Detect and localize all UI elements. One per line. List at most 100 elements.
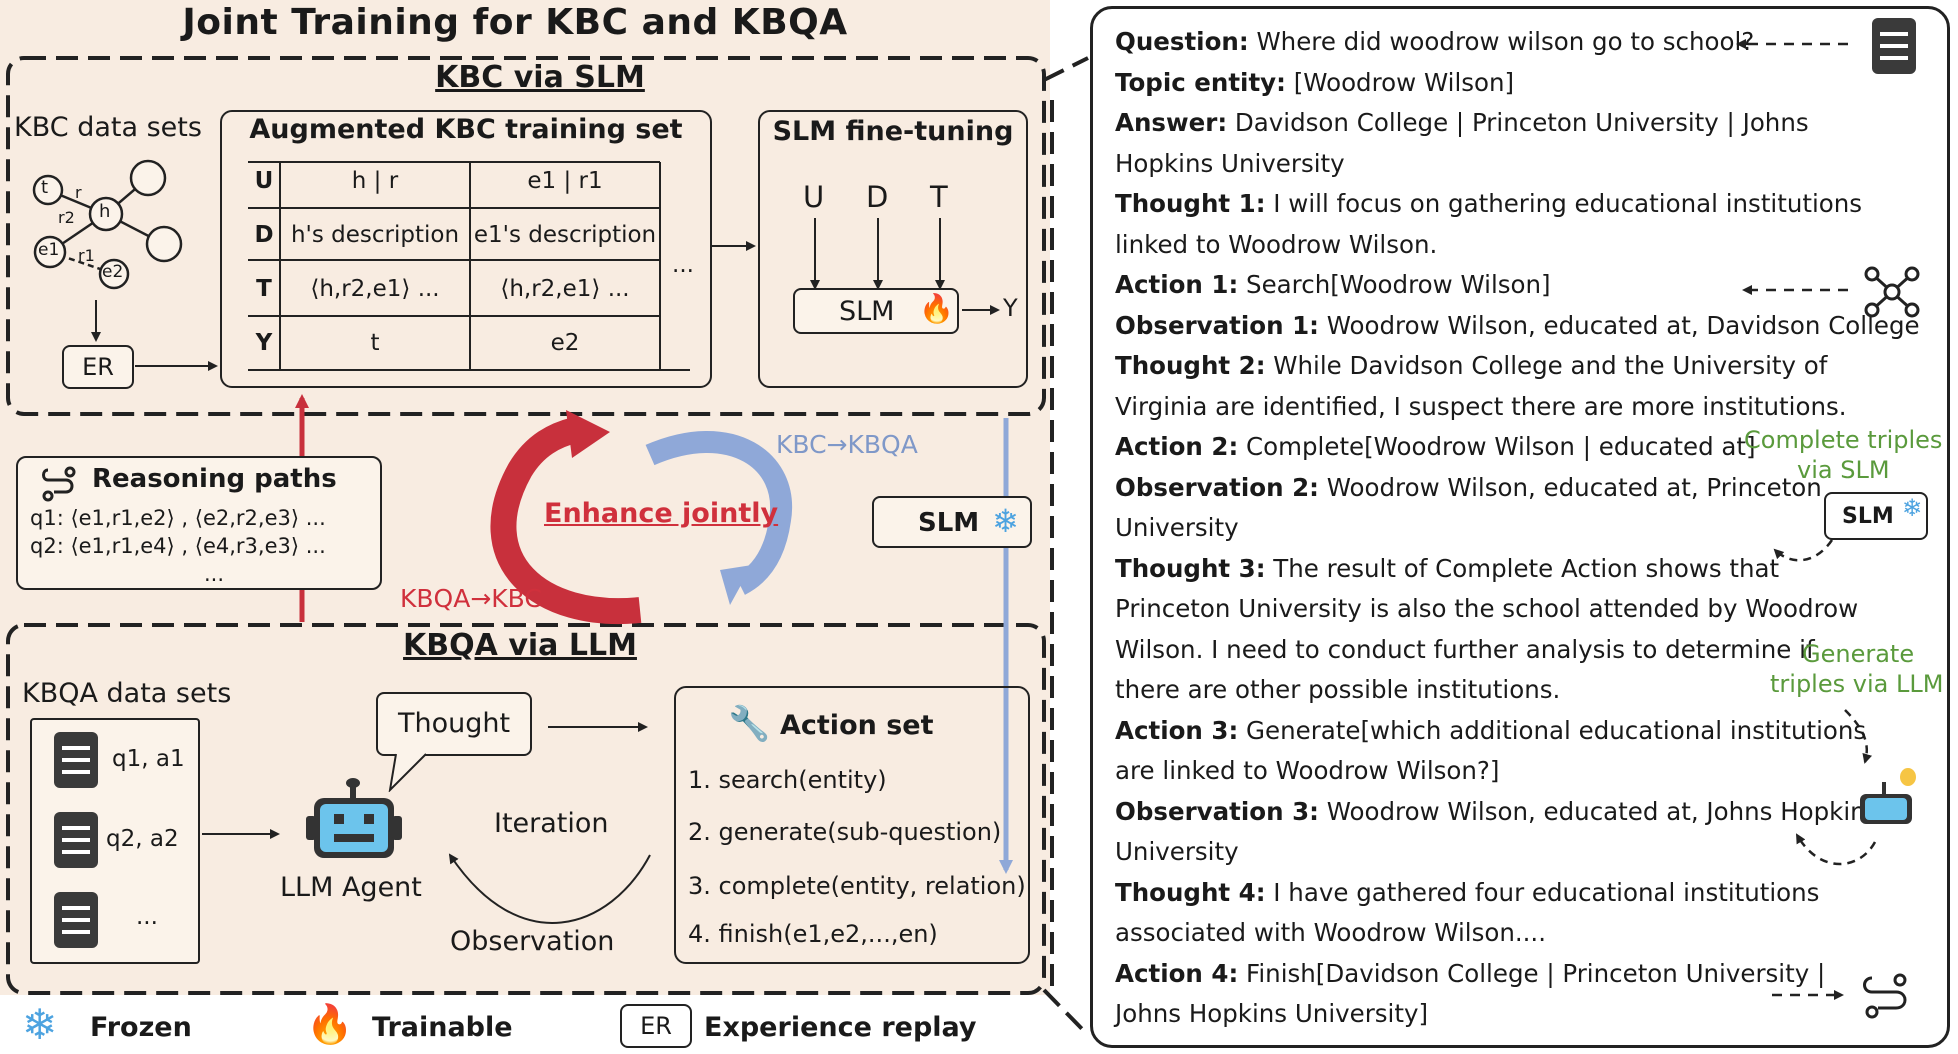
cell-u-1: h | r (351, 168, 399, 194)
bubble-tail (388, 753, 427, 792)
trace-line: Thought 2: While Davidson College and th… (1115, 346, 1827, 387)
trace-line: Question: Where did woodrow wilson go to… (1115, 22, 1754, 63)
document-icon (54, 812, 98, 868)
kbc-to-kbqa-arc (645, 430, 793, 595)
trace-key: Action 3: (1115, 715, 1239, 745)
trace-key: Thought 1: (1115, 189, 1266, 218)
slm-label: SLM (839, 296, 895, 327)
slm-finetune-title: SLM fine-tuning (772, 116, 1014, 147)
trace-key: Thought 4: (1115, 877, 1266, 907)
knowledge-graph-icon (1864, 266, 1920, 318)
robot-lightbulb-icon (1856, 768, 1918, 828)
trace-value: associated with Woodrow Wilson.... (1115, 918, 1547, 947)
kbc-section-title: KBC via SLM (435, 60, 645, 95)
generate-annotation-1: Generate (1802, 640, 1915, 668)
fire-icon: 🔥 (919, 292, 954, 325)
reasoning-line-3: ... (204, 562, 225, 586)
row-key-y: Y (255, 330, 273, 356)
trace-value: I will focus on gathering educational in… (1273, 189, 1863, 218)
slm-trainable-box: SLM 🔥 (793, 288, 959, 334)
trace-value: Search[Woodrow Wilson] (1246, 270, 1551, 299)
action-item-2: 2. generate(sub-question) (688, 818, 1002, 846)
trace-line: are linked to Woodrow Wilson?] (1115, 751, 1499, 792)
action-set-title: Action set (780, 710, 934, 741)
trace-line: Hopkins University (1115, 144, 1345, 185)
trace-line: Wilson. I need to conduct further analys… (1115, 630, 1815, 671)
trace-line: Virginia are identified, I suspect there… (1115, 387, 1847, 428)
trace-line: Answer: Davidson College | Princeton Uni… (1115, 103, 1809, 144)
reasoning-line-1: q1: ⟨e1,r1,e2⟩ , ⟨e2,r2,e3⟩ ... (30, 506, 326, 530)
slm-frozen-box: SLM ❄ (872, 496, 1032, 548)
snowflake-icon: ❄ (992, 502, 1019, 540)
trace-key: Question: (1115, 27, 1249, 56)
trace-line: linked to Woodrow Wilson. (1115, 225, 1437, 266)
trace-value: University (1115, 513, 1239, 542)
document-icon (54, 892, 98, 948)
thought-label: Thought (398, 708, 511, 739)
trace-value: Woodrow Wilson, educated at, Princeton (1326, 472, 1822, 502)
trace-line: associated with Woodrow Wilson.... (1115, 913, 1546, 954)
cell-d-2: e1's description (473, 222, 657, 248)
trace-line: University (1115, 832, 1239, 873)
dataset-item-2: q2, a2 (106, 826, 179, 852)
kbc-section-border (6, 56, 1046, 416)
trace-key: Action 2: (1115, 432, 1239, 461)
trace-line: Topic entity: [Woodrow Wilson] (1115, 63, 1514, 104)
finetune-input-t: T (930, 180, 948, 214)
action-item-3: 3. complete(entity, relation) (688, 872, 1026, 900)
trace-value: linked to Woodrow Wilson. (1115, 229, 1438, 259)
trace-value: University (1115, 837, 1239, 866)
enhance-jointly-label: Enhance jointly (544, 498, 779, 529)
trace-value: are linked to Woodrow Wilson?] (1115, 756, 1500, 785)
slm-frozen-label: SLM (918, 508, 980, 538)
trace-value: Hopkins University (1115, 148, 1345, 178)
kbc-to-kbqa-label: KBC→KBQA (776, 430, 918, 459)
cell-t-1: ⟨h,r2,e1⟩ ... (310, 276, 440, 302)
trace-value: I have gathered four educational institu… (1273, 877, 1820, 907)
cell-y-2: e2 (550, 330, 580, 356)
fire-icon: 🔥 (306, 1002, 354, 1046)
trace-panel (1090, 6, 1950, 1048)
trace-line: Observation 1: Woodrow Wilson, educated … (1115, 306, 1920, 347)
wrench-icon: 🔧 (728, 704, 771, 744)
trace-line: there are other possible institutions. (1115, 670, 1560, 711)
graph-edge-r2: r2 (58, 208, 75, 227)
graph-node-e2: e2 (102, 262, 124, 282)
reasoning-line-2: q2: ⟨e1,r1,e4⟩ , ⟨e4,r3,e3⟩ ... (30, 534, 326, 558)
robot-icon (306, 778, 402, 864)
reasoning-title: Reasoning paths (92, 464, 337, 494)
trace-value: [Woodrow Wilson] (1293, 67, 1515, 97)
trace-key: Observation 2: (1115, 472, 1319, 502)
trace-line: Action 4: Finish[Davidson College | Prin… (1115, 954, 1825, 995)
er-box: ER (62, 345, 134, 389)
trace-value: Virginia are identified, I suspect there… (1115, 391, 1847, 421)
kbqa-to-kbc-label: KBQA→KBC (400, 584, 542, 613)
complete-annotation-1: Complete triples (1744, 426, 1943, 454)
trace-line: Action 1: Search[Woodrow Wilson] (1115, 265, 1551, 306)
trace-line: University (1115, 508, 1239, 549)
trace-line: Observation 2: Woodrow Wilson, educated … (1115, 468, 1822, 509)
generate-annotation-2: triples via LLM (1770, 670, 1944, 698)
kbc-graph (32, 159, 183, 290)
kbqa-to-kbc-arc (490, 417, 642, 625)
action-set-box: 🔧 Action set 1. search(entity) 2. genera… (674, 686, 1030, 964)
document-icon (1872, 18, 1916, 74)
finetune-input-u: U (803, 180, 825, 214)
action-item-4: 4. finish(e1,e2,...,en) (688, 920, 938, 948)
trace-value: The result of Complete Action shows that (1273, 553, 1780, 583)
trace-key: Action 4: (1115, 958, 1239, 988)
trace-value: Generate[which additional educational in… (1246, 715, 1867, 745)
trace-value: there are other possible institutions. (1115, 675, 1561, 704)
document-icon (54, 732, 98, 788)
reasoning-paths-box: Reasoning paths q1: ⟨e1,r1,e2⟩ , ⟨e2,r2,… (16, 456, 382, 590)
kbqa-datasets-label: KBQA data sets (22, 678, 232, 709)
graph-node-h: h (99, 201, 111, 222)
trace-key: Action 1: (1115, 270, 1239, 299)
trace-line: Thought 1: I will focus on gathering edu… (1115, 184, 1862, 225)
trace-value: Johns Hopkins University] (1115, 999, 1429, 1028)
iteration-label: Iteration (494, 808, 609, 839)
trace-line: Action 3: Generate[which additional educ… (1115, 711, 1866, 752)
llm-agent-label: LLM Agent (280, 872, 422, 903)
trace-value: Princeton University is also the school … (1115, 594, 1859, 623)
